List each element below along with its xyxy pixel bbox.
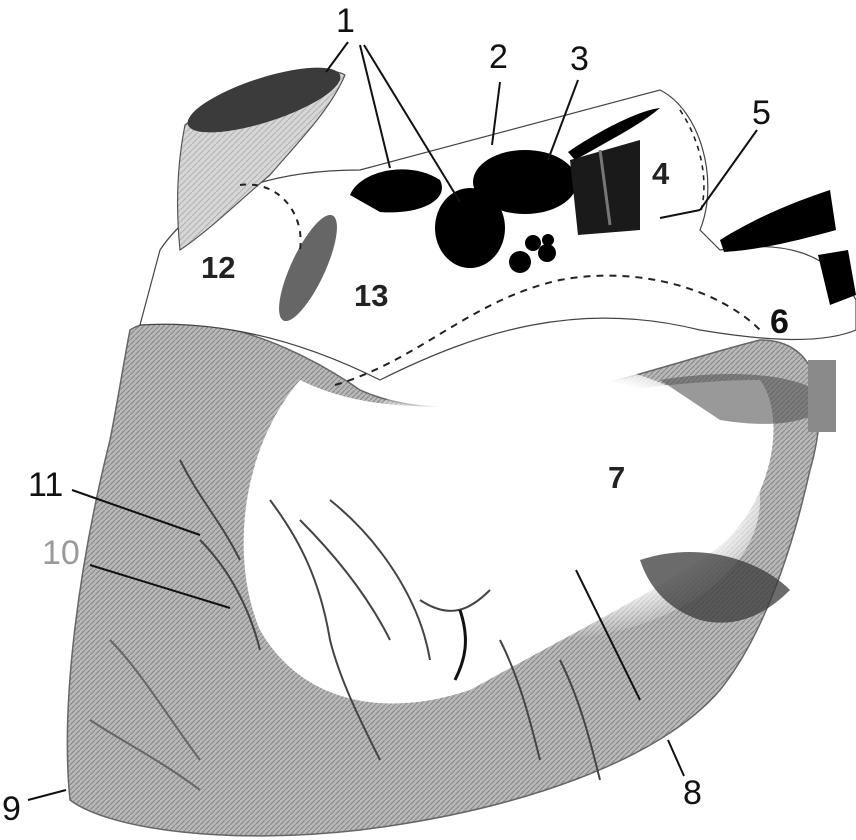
label-11: 11 xyxy=(28,468,63,502)
label-3: 3 xyxy=(570,42,589,76)
label-12: 12 xyxy=(201,252,235,283)
label-2: 2 xyxy=(489,40,508,74)
label-10: 10 xyxy=(42,536,80,570)
label-6: 6 xyxy=(770,305,789,339)
label-9: 9 xyxy=(2,792,21,826)
label-7: 7 xyxy=(608,462,625,493)
label-5: 5 xyxy=(752,96,771,130)
label-8: 8 xyxy=(683,776,702,810)
label-13: 13 xyxy=(354,280,388,311)
label-1: 1 xyxy=(336,4,355,38)
label-4: 4 xyxy=(652,158,669,189)
